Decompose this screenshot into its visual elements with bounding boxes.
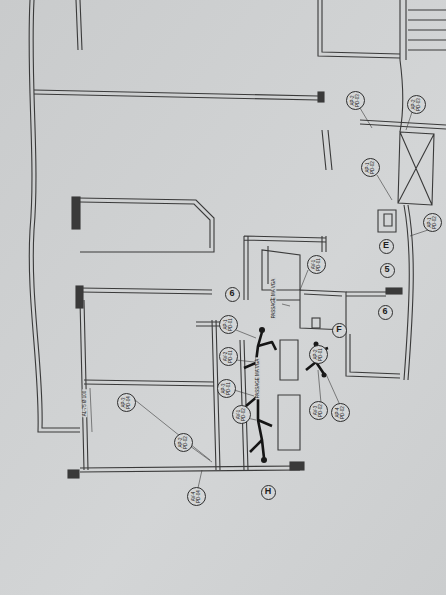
fixture-tag: AV-1PD-02 bbox=[232, 405, 251, 424]
plan-note: PASSAGE MA VGA bbox=[256, 357, 261, 399]
tag-text: H bbox=[265, 487, 272, 496]
tag-text: AP-3 bbox=[221, 383, 226, 393]
tag-text: PD-01 bbox=[228, 318, 233, 331]
grid-bubble: F bbox=[332, 323, 347, 338]
tag-text: PD-01 bbox=[228, 350, 233, 363]
tag-text: AV-1 bbox=[236, 409, 241, 418]
tag-text: PD-03 bbox=[355, 94, 360, 107]
fixture-tag: AP-4PD-02 bbox=[331, 403, 350, 422]
leader-lines bbox=[90, 108, 428, 488]
fixture-tag: AP-2PD-02 bbox=[174, 433, 193, 452]
walls bbox=[29, 0, 446, 478]
tag-text: AP-1 bbox=[223, 319, 228, 329]
tag-text: AP-1 bbox=[365, 162, 370, 172]
tag-text: AP-4 bbox=[335, 407, 340, 417]
fixture-tag: AP-2PD-03 bbox=[407, 95, 426, 114]
fixture-tag: AP-1PD-02 bbox=[423, 213, 442, 232]
tag-text: PD-01 bbox=[316, 258, 321, 271]
fixture-tag: AP-2PD-01 bbox=[309, 345, 328, 364]
tag-text: AP-3 bbox=[121, 397, 126, 407]
drain-pipes bbox=[244, 332, 328, 458]
tag-text: PD-02 bbox=[432, 216, 437, 229]
grid-bubble: E bbox=[379, 239, 394, 254]
fixture-tag: AP-1PD-02 bbox=[361, 158, 380, 177]
tag-text: PD-04 bbox=[126, 396, 131, 409]
tag-text: AP-2 bbox=[411, 99, 416, 109]
tag-text: PD-02 bbox=[340, 406, 345, 419]
tag-text: PD-01 bbox=[318, 348, 323, 361]
tag-text: F bbox=[336, 325, 342, 334]
fixture-tag: AP-3PD-04 bbox=[117, 393, 136, 412]
grid-bubble: 5 bbox=[380, 263, 395, 278]
grid-bubble: 6 bbox=[378, 305, 393, 320]
grid-bubble: 6 bbox=[225, 287, 240, 302]
plan-note: AL-75 Ø 100 bbox=[83, 389, 88, 417]
fixture-tag: AV-2PD-01 bbox=[219, 347, 238, 366]
tag-text: PD-01 bbox=[226, 382, 231, 395]
tag-text: AP-1 bbox=[427, 217, 432, 227]
fixture-tag: AP-2PD-03 bbox=[346, 91, 365, 110]
fixture-tag: AP-1PD-01 bbox=[219, 315, 238, 334]
fixture-tag: AV-3PD-02 bbox=[309, 401, 328, 420]
tag-text: AP-2 bbox=[313, 349, 318, 359]
tag-text: AV-4 bbox=[191, 491, 196, 500]
fixture-tag: AV-1PD-01 bbox=[307, 255, 326, 274]
tag-text: E bbox=[383, 241, 389, 250]
tag-text: PD-04 bbox=[196, 490, 201, 503]
tag-text: AV-2 bbox=[223, 351, 228, 360]
tag-text: 5 bbox=[384, 265, 389, 274]
pipe-risers bbox=[259, 327, 327, 463]
tag-text: PD-02 bbox=[370, 161, 375, 174]
tag-text: PD-02 bbox=[241, 408, 246, 421]
plan-note: PASSAGE MA VGA bbox=[272, 277, 277, 319]
tag-text: 6 bbox=[382, 307, 387, 316]
tag-text: PD-02 bbox=[318, 404, 323, 417]
tag-text: AP-2 bbox=[350, 95, 355, 105]
tag-text: AV-1 bbox=[311, 259, 316, 268]
grid-bubble: H bbox=[261, 485, 276, 500]
tag-text: PD-03 bbox=[416, 98, 421, 111]
tag-text: PD-02 bbox=[183, 436, 188, 449]
fixture-tag: AV-4PD-04 bbox=[187, 487, 206, 506]
tag-text: AV-3 bbox=[313, 405, 318, 414]
fixture-tag: AP-3PD-01 bbox=[217, 379, 236, 398]
tag-text: AP-2 bbox=[178, 437, 183, 447]
tag-text: 6 bbox=[229, 289, 234, 298]
